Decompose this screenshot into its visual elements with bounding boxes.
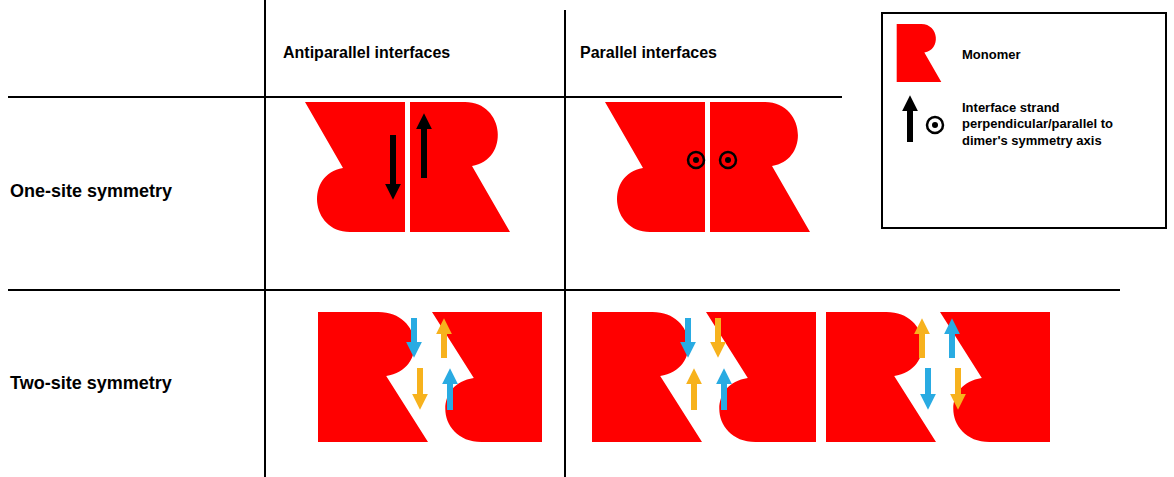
legend-swatch [896,24,942,82]
monomer-swatch [896,24,942,82]
column-header: Antiparallel interfaces [283,44,450,62]
strand-arrow [907,108,913,142]
legend-text: Interface strand perpendicular/parallel … [962,100,1160,149]
column-header: Parallel interfaces [580,44,717,62]
strand-dot [927,117,943,133]
row-header: Two-site symmetry [10,373,172,394]
row-header: One-site symmetry [10,181,172,202]
legend-box [882,13,1166,228]
monomer-shapes [305,102,1050,442]
grid-lines [8,0,1120,477]
strand-arrows [393,126,958,410]
strand-dots [688,152,736,168]
legend-text: Monomer [962,47,1021,63]
